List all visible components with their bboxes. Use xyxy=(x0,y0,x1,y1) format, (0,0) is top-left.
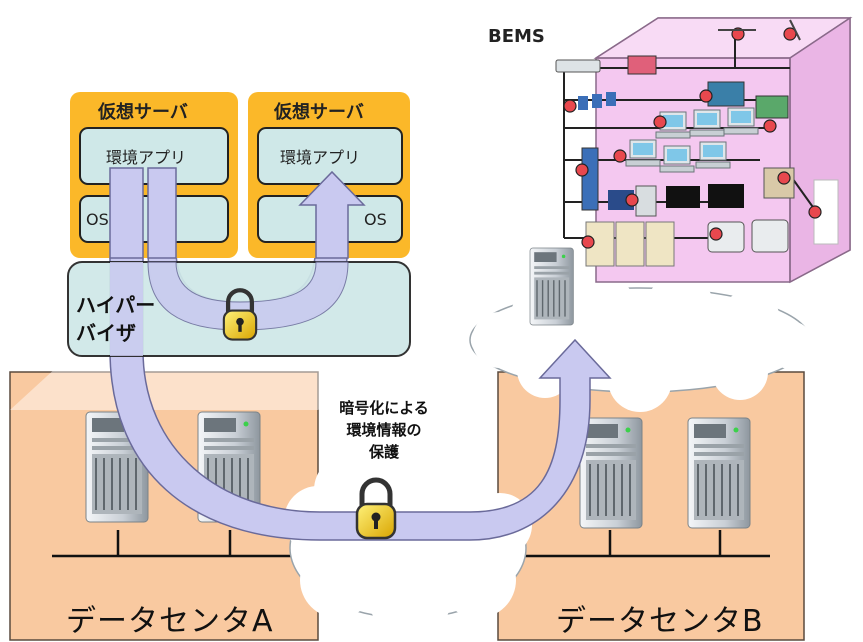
vm-right-app-label: 環境アプリ xyxy=(280,148,361,167)
network-lines-a xyxy=(52,530,310,558)
network-lines-b xyxy=(500,530,770,558)
bems-building xyxy=(555,16,853,284)
vm-left-app-label: 環境アプリ xyxy=(106,148,187,167)
datacenter-b-label: データセンタB xyxy=(556,604,764,639)
vm-left-os-label: OS xyxy=(86,210,109,229)
server-icon xyxy=(579,417,643,529)
cloud-server-icon xyxy=(529,247,575,326)
encryption-label-1: 暗号化による xyxy=(339,399,429,417)
hypervisor-label-1: ハイパー xyxy=(76,293,156,317)
vm-left-title: 仮想サーバ xyxy=(98,102,188,123)
bems-label: BEMS xyxy=(488,26,545,47)
encryption-label-3: 保護 xyxy=(368,443,399,461)
encryption-label-2: 環境情報の xyxy=(346,421,422,439)
hypervisor-label-2: バイザ xyxy=(76,321,136,345)
datacenter-a-label: データセンタA xyxy=(66,604,274,639)
vm-right-title: 仮想サーバ xyxy=(274,102,364,123)
migration-arrow xyxy=(109,167,612,541)
server-icon xyxy=(687,417,751,529)
vm-right-os-label: OS xyxy=(364,210,387,229)
